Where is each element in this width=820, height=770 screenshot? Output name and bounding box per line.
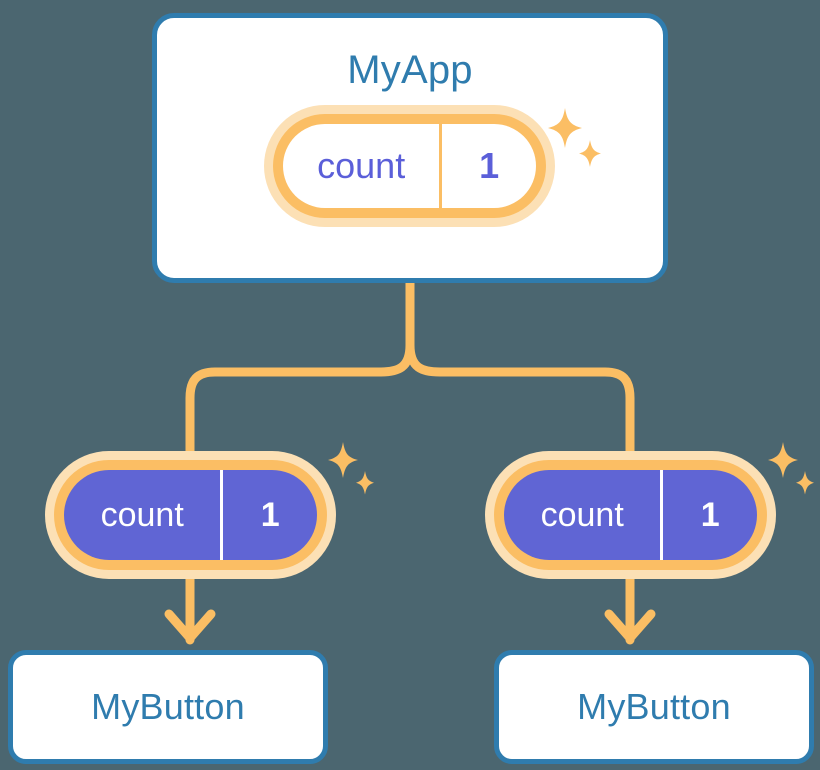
mybutton-card-left[interactable]: MyButton [8, 650, 328, 764]
state-value-label: 1 [700, 495, 720, 534]
state-value-label: 1 [479, 145, 500, 186]
state-pill-child-right[interactable]: count 1 [504, 470, 757, 560]
sparkle-icon [768, 442, 814, 495]
connector-fork-right [405, 340, 635, 475]
state-value-label: 1 [260, 495, 280, 534]
mybutton-card-right[interactable]: MyButton [494, 650, 814, 764]
connector-right-arrowhead [604, 609, 656, 643]
connector-fork-left [185, 340, 415, 475]
state-pill-child-left[interactable]: count 1 [64, 470, 317, 560]
state-pill-body: count 1 [64, 470, 317, 560]
mybutton-label: MyButton [91, 686, 245, 727]
state-key-label: count [283, 124, 443, 208]
state-key-label: count [504, 470, 664, 560]
state-pill-body: count 1 [283, 124, 536, 208]
state-pill-root[interactable]: count 1 [283, 124, 536, 208]
mybutton-label: MyButton [577, 686, 731, 727]
connector-left-arrowhead [164, 609, 216, 643]
state-pill-body: count 1 [504, 470, 757, 560]
sparkle-icon [328, 442, 374, 495]
page-title: MyApp [347, 48, 473, 92]
state-key-label: count [64, 470, 224, 560]
